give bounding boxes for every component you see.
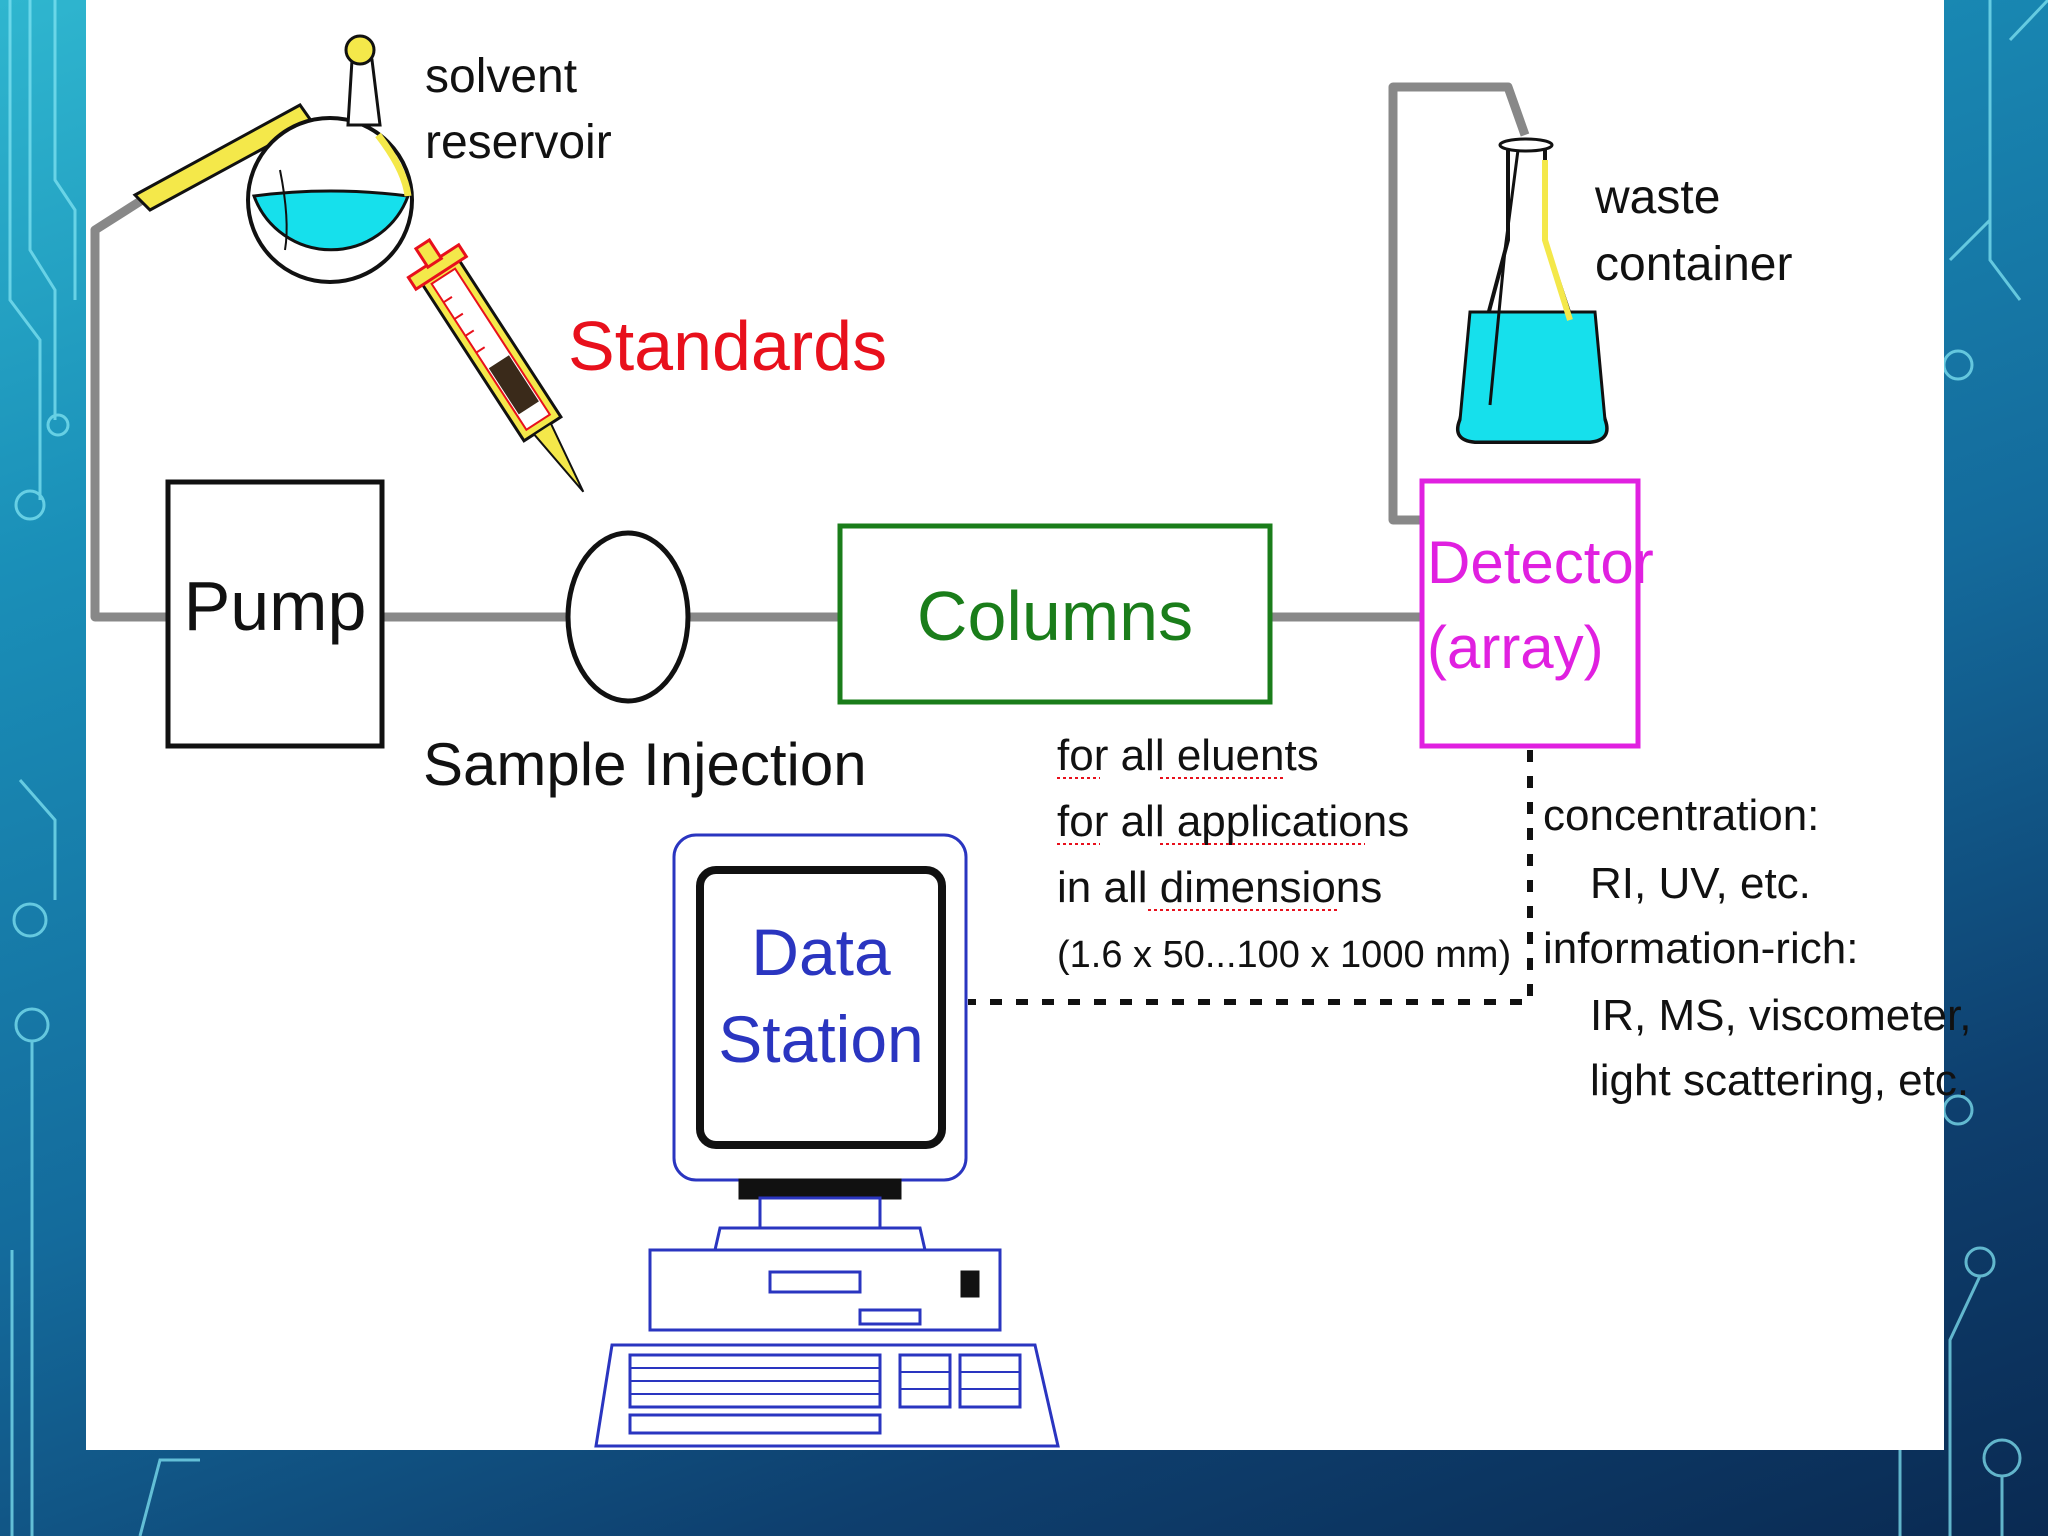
detector-box bbox=[1419, 478, 1641, 749]
detector-note: concentration: bbox=[1543, 791, 1819, 840]
detector-note: IR, MS, viscometer, bbox=[1590, 991, 1971, 1040]
detector-label-line1: Detector bbox=[1427, 529, 1654, 596]
solvent-reservoir-label-line2: reservoir bbox=[425, 116, 612, 169]
columns-label: Columns bbox=[917, 577, 1193, 655]
detector-signal-line bbox=[968, 750, 1533, 1005]
column-note: (1.6 x 50...100 x 1000 mm) bbox=[1057, 934, 1511, 976]
solvent-tube bbox=[90, 191, 168, 622]
detector-note: information-rich: bbox=[1543, 924, 1858, 973]
sample-injection-valve bbox=[565, 530, 691, 704]
pump-label: Pump bbox=[184, 567, 367, 645]
pump-box bbox=[165, 479, 385, 749]
detector-to-waste-tube bbox=[1388, 82, 1530, 525]
columns-box bbox=[837, 523, 1273, 705]
column-note: for all eluents bbox=[1057, 731, 1319, 780]
data-station-label-line2: Station bbox=[718, 1002, 923, 1076]
erlenmeyer-flask-icon bbox=[1455, 137, 1609, 444]
sample-injection-label: Sample Injection bbox=[423, 731, 867, 798]
detector-note: RI, UV, etc. bbox=[1590, 859, 1811, 908]
detector-note: light scattering, etc. bbox=[1590, 1056, 1969, 1105]
data-station-label-line1: Data bbox=[751, 915, 891, 989]
standards-label: Standards bbox=[568, 307, 887, 385]
column-note: for all applications bbox=[1057, 797, 1409, 846]
flask-icon bbox=[132, 34, 414, 284]
syringe-icon bbox=[406, 237, 585, 493]
computer-icon bbox=[594, 833, 1060, 1448]
column-note: in all dimensions bbox=[1057, 863, 1382, 912]
detector-label-line2: (array) bbox=[1427, 614, 1604, 681]
waste-container-label-line2: container bbox=[1595, 238, 1792, 291]
solvent-reservoir-label-line1: solvent bbox=[425, 50, 577, 103]
waste-container-label-line1: waste bbox=[1594, 171, 1720, 224]
